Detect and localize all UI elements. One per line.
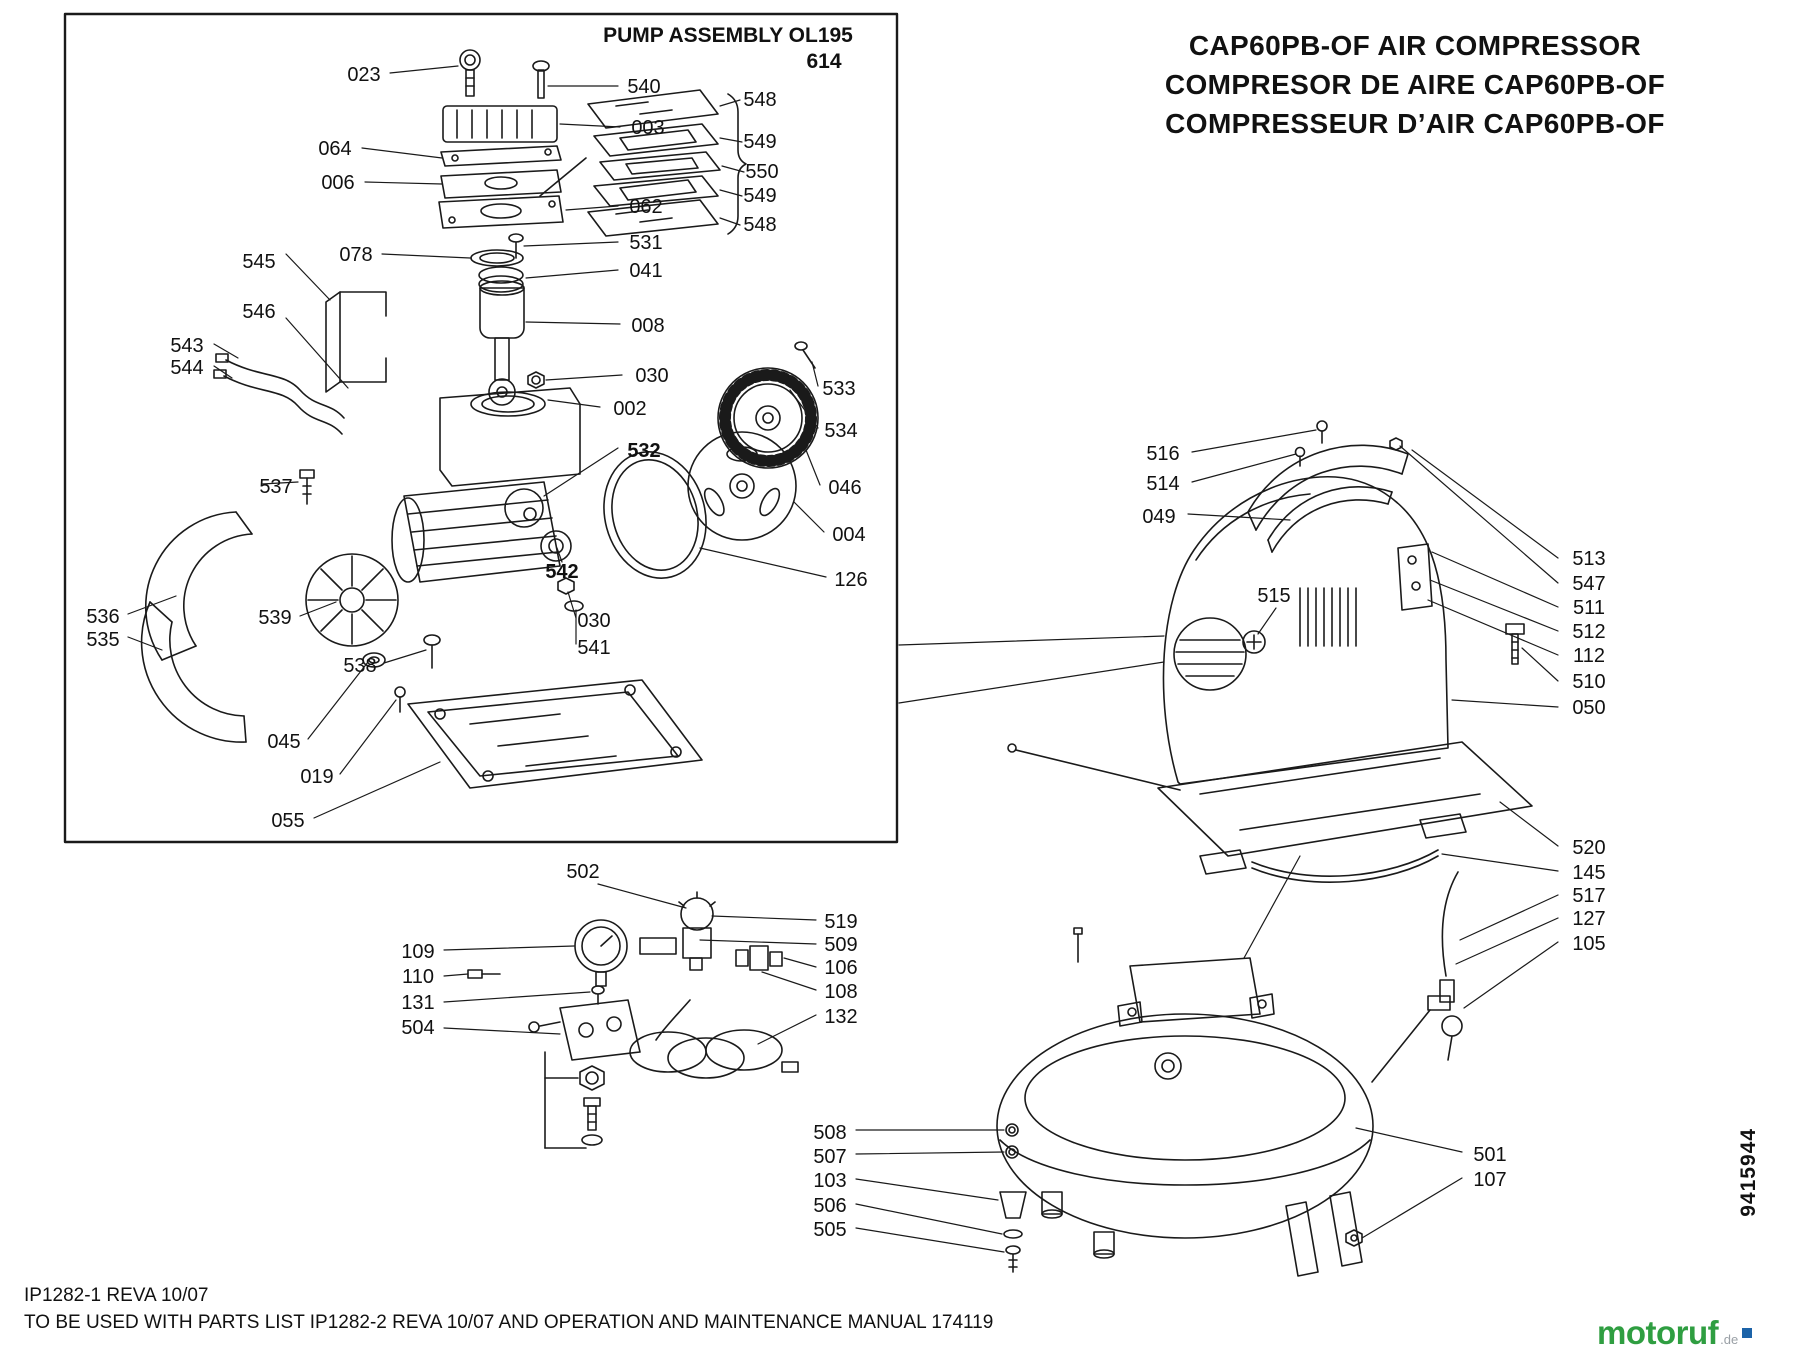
- pump-assembly-title: PUMP ASSEMBLY OL195: [603, 24, 853, 47]
- part-label-505: 505: [813, 1219, 847, 1241]
- part-label-045: 045: [267, 731, 301, 753]
- part-label-109: 109: [401, 941, 435, 963]
- footer-notes: IP1282-1 REVA 10/07 TO BE USED WITH PART…: [24, 1282, 993, 1336]
- part-label-519: 519: [824, 911, 858, 933]
- part-label-004: 004: [832, 524, 866, 546]
- part-label-506: 506: [813, 1195, 847, 1217]
- part-label-064: 064: [318, 138, 352, 160]
- part-label-006: 006: [321, 172, 355, 194]
- footer-usage-note: TO BE USED WITH PARTS LIST IP1282-2 REVA…: [24, 1312, 994, 1333]
- part-label-543: 543: [170, 335, 204, 357]
- part-label-041: 041: [629, 260, 663, 282]
- part-label-550: 550: [745, 161, 779, 183]
- part-label-508: 508: [813, 1122, 847, 1144]
- watermark: motoruf .de: [1597, 1314, 1753, 1352]
- part-label-533: 533: [822, 378, 856, 400]
- part-label-002: 002: [613, 398, 647, 420]
- part-label-046: 046: [828, 477, 862, 499]
- part-label-062: 062: [629, 196, 663, 218]
- part-label-532: 532: [627, 440, 661, 462]
- part-label-549: 549: [743, 185, 777, 207]
- watermark-mark-icon: [1742, 1328, 1753, 1338]
- part-label-517: 517: [1572, 885, 1606, 907]
- part-label-547: 547: [1572, 573, 1606, 595]
- valve-plate-stack-drawing: [539, 89, 747, 237]
- title-line-fr: COMPRESSEUR D’AIR CAP60PB-OF: [1165, 108, 1665, 139]
- part-label-544: 544: [170, 357, 204, 379]
- part-label-126: 126: [834, 569, 868, 591]
- part-label-103: 103: [813, 1170, 847, 1192]
- part-label-127: 127: [1572, 908, 1606, 930]
- regulator-assembly-drawing: [467, 891, 799, 1149]
- title-line-en: CAP60PB-OF AIR COMPRESSOR: [1188, 30, 1642, 61]
- part-label-536: 536: [86, 606, 120, 628]
- compressor-housing-drawing: [1007, 420, 1533, 884]
- part-label-112: 112: [1573, 645, 1605, 667]
- part-label-509: 509: [824, 934, 858, 956]
- part-label-504: 504: [401, 1017, 435, 1039]
- document-title: CAP60PB-OF AIR COMPRESSOR COMPRESOR DE A…: [1112, 26, 1718, 143]
- part-label-019: 019: [300, 766, 334, 788]
- part-label-131: 131: [401, 992, 435, 1014]
- part-label-501: 501: [1473, 1144, 1507, 1166]
- watermark-domain: .de: [1720, 1332, 1739, 1347]
- part-label-110: 110: [402, 966, 434, 988]
- part-label-049: 049: [1142, 506, 1176, 528]
- part-label-531: 531: [629, 232, 663, 254]
- part-label-055: 055: [271, 810, 305, 832]
- part-label-105: 105: [1572, 933, 1606, 955]
- part-label-107: 107: [1473, 1169, 1507, 1191]
- part-label-502: 502: [566, 861, 600, 883]
- pump-assembly-drawing: [140, 49, 819, 789]
- pump-assembly-number: 614: [806, 50, 842, 73]
- pump-box-frame: [63, 12, 899, 844]
- part-label-514: 514: [1146, 473, 1180, 495]
- part-label-520: 520: [1572, 837, 1606, 859]
- part-label-535: 535: [86, 629, 120, 651]
- watermark-brand: motoruf: [1597, 1314, 1719, 1351]
- part-label-548: 548: [743, 214, 777, 236]
- document-serial-number: 9415944: [1737, 1128, 1760, 1217]
- part-label-511: 511: [1573, 597, 1605, 619]
- part-label-541: 541: [577, 637, 611, 659]
- part-label-132: 132: [824, 1006, 858, 1028]
- part-label-512: 512: [1572, 621, 1606, 643]
- leader-lines: [127, 65, 1559, 1253]
- part-label-548: 548: [743, 89, 777, 111]
- part-label-008: 008: [631, 315, 665, 337]
- part-label-546: 546: [242, 301, 276, 323]
- part-label-549: 549: [743, 131, 777, 153]
- footer-revision: IP1282-1 REVA 10/07: [24, 1285, 209, 1306]
- part-label-108: 108: [824, 981, 858, 1003]
- part-label-537: 537: [259, 476, 293, 498]
- part-label-542: 542: [545, 561, 579, 583]
- tank-drawing: [996, 871, 1463, 1277]
- part-label-534: 534: [824, 420, 858, 442]
- part-label-540: 540: [627, 76, 661, 98]
- part-label-030: 030: [635, 365, 669, 387]
- part-label-545: 545: [242, 251, 276, 273]
- part-label-030: 030: [577, 610, 611, 632]
- part-label-515: 515: [1257, 585, 1291, 607]
- title-line-es: COMPRESOR DE AIRE CAP60PB-OF: [1164, 69, 1666, 100]
- part-label-145: 145: [1572, 862, 1606, 884]
- part-label-003: 003: [631, 117, 665, 139]
- part-label-516: 516: [1146, 443, 1180, 465]
- part-label-513: 513: [1572, 548, 1606, 570]
- part-label-538: 538: [343, 655, 377, 677]
- part-label-510: 510: [1572, 671, 1606, 693]
- part-label-106: 106: [824, 957, 858, 979]
- part-label-078: 078: [339, 244, 373, 266]
- part-label-050: 050: [1572, 697, 1606, 719]
- part-label-507: 507: [813, 1146, 847, 1168]
- part-label-539: 539: [258, 607, 292, 629]
- part-label-023: 023: [347, 64, 381, 86]
